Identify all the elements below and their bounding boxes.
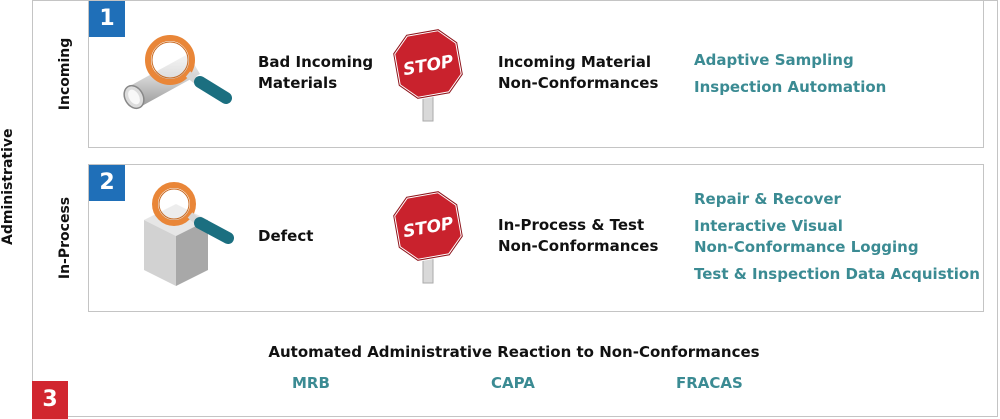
row-label-in-process: In-Process — [57, 196, 73, 280]
incoming-issue-line1: Bad Incoming — [258, 53, 374, 71]
solution-non-conformance-logging: Non-Conformance Logging — [694, 238, 919, 256]
admin-item-fracas: FRACAS — [676, 374, 743, 392]
incoming-panel: 1 — [88, 0, 984, 148]
solution-repair-recover: Repair & Recover — [694, 190, 841, 208]
step-1-badge: 1 — [89, 1, 125, 37]
admin-item-mrb: MRB — [292, 374, 330, 392]
in-process-result-line1: In-Process & Test — [498, 216, 645, 234]
magnifier-pipe-icon — [123, 35, 232, 110]
side-label-administrative: Administrative — [0, 128, 16, 246]
incoming-result-line1: Incoming Material — [498, 53, 652, 71]
step-3-badge: 3 — [32, 381, 68, 419]
solution-adaptive-sampling: Adaptive Sampling — [694, 51, 854, 69]
in-process-issue: Defect — [258, 227, 314, 245]
stop-sign-icon: STOP — [392, 28, 464, 122]
incoming-issue-line2: Materials — [258, 74, 338, 92]
administrative-title: Automated Administrative Reaction to Non… — [268, 343, 760, 361]
solution-interactive-visual: Interactive Visual — [694, 217, 843, 235]
in-process-result-line2: Non-Conformances — [498, 237, 659, 255]
incoming-result-line2: Non-Conformances — [498, 74, 659, 92]
stop-sign-icon: STOP — [392, 190, 464, 284]
row-label-incoming: Incoming — [57, 37, 73, 111]
step-2-badge: 2 — [89, 165, 125, 201]
solution-inspection-automation: Inspection Automation — [694, 78, 887, 96]
in-process-panel: 2 — [88, 164, 984, 312]
magnifier-cube-icon — [144, 182, 234, 286]
solution-test-inspection-data: Test & Inspection Data Acquistion — [694, 265, 980, 283]
admin-item-capa: CAPA — [491, 374, 535, 392]
